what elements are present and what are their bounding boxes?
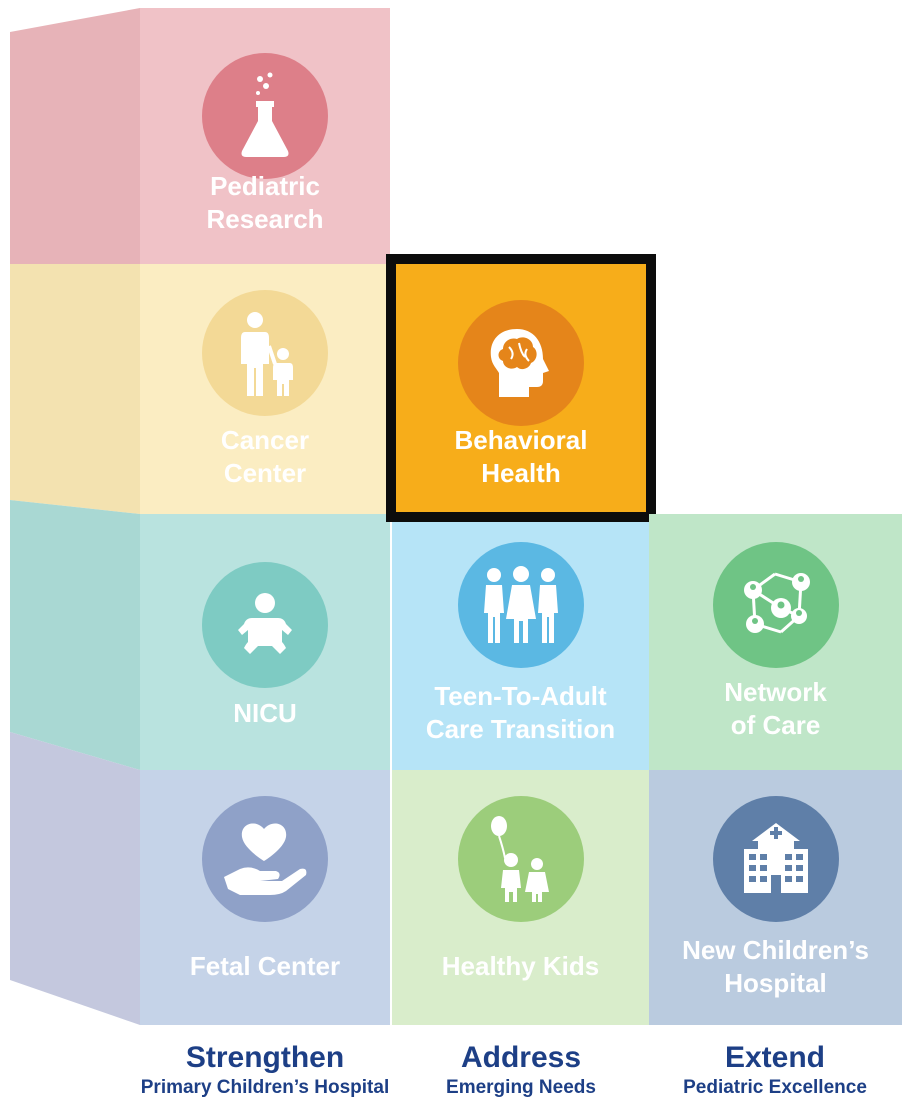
tile-healthy-kids: Healthy Kids [392, 770, 649, 1025]
column-caption-strengthen: Strengthen Primary Children’s Hospital [135, 1040, 395, 1100]
tile-label: NICU [233, 698, 297, 728]
side-face-fetal [10, 732, 140, 1025]
tile-teen-to-adult-care-transition: Teen-To-Adult Care Transition [392, 522, 649, 770]
flask-icon [202, 53, 328, 179]
side-face-cancer [10, 264, 140, 514]
hospital-building-icon [712, 796, 839, 922]
tile-behavioral-health: Behavioral Health [386, 254, 656, 522]
column-heading: Extend [724, 1041, 826, 1074]
column-subheading: Primary Children’s Hospital [140, 1077, 390, 1098]
tile-new-childrens-hospital: New Children’s Hospital [649, 770, 902, 1025]
tile-fetal-center: Fetal Center [140, 770, 390, 1025]
column-heading: Strengthen [185, 1041, 345, 1074]
tile-nicu: NICU [140, 514, 390, 770]
tile-label: Teen-To-Adult Care Transition [425, 681, 616, 744]
column-caption-extend: Extend Pediatric Excellence [645, 1040, 902, 1100]
column-subheading: Pediatric Excellence [683, 1077, 867, 1098]
network-people-icon [712, 542, 839, 668]
side-face-nicu [10, 500, 140, 770]
family-group-icon [457, 542, 584, 668]
column-heading: Address [460, 1041, 582, 1074]
parent-child-icon [202, 290, 328, 416]
brain-head-icon [458, 300, 584, 426]
tile-label: New Children’s Hospital [682, 935, 869, 998]
tile-network-of-care: Network of Care [649, 514, 902, 770]
tile-label: Fetal Center [189, 951, 341, 981]
tile-cancer-center: Cancer Center [140, 264, 390, 514]
tile-label: Healthy Kids [441, 951, 600, 981]
tile-label: Network of Care [724, 677, 827, 740]
heart-hand-icon [202, 796, 328, 922]
tile-pediatric-research: Pediatric Research [140, 8, 390, 264]
column-subheading: Emerging Needs [446, 1077, 596, 1098]
tile-label: Pediatric Research [206, 171, 324, 234]
baby-icon [202, 562, 328, 688]
kids-balloon-icon [457, 796, 584, 922]
column-caption-address: Address Emerging Needs [391, 1040, 651, 1100]
side-face-research [10, 8, 140, 264]
tile-label: Behavioral Health [454, 425, 588, 488]
left-side-faces [0, 0, 140, 1112]
tile-label: Cancer Center [220, 425, 310, 488]
